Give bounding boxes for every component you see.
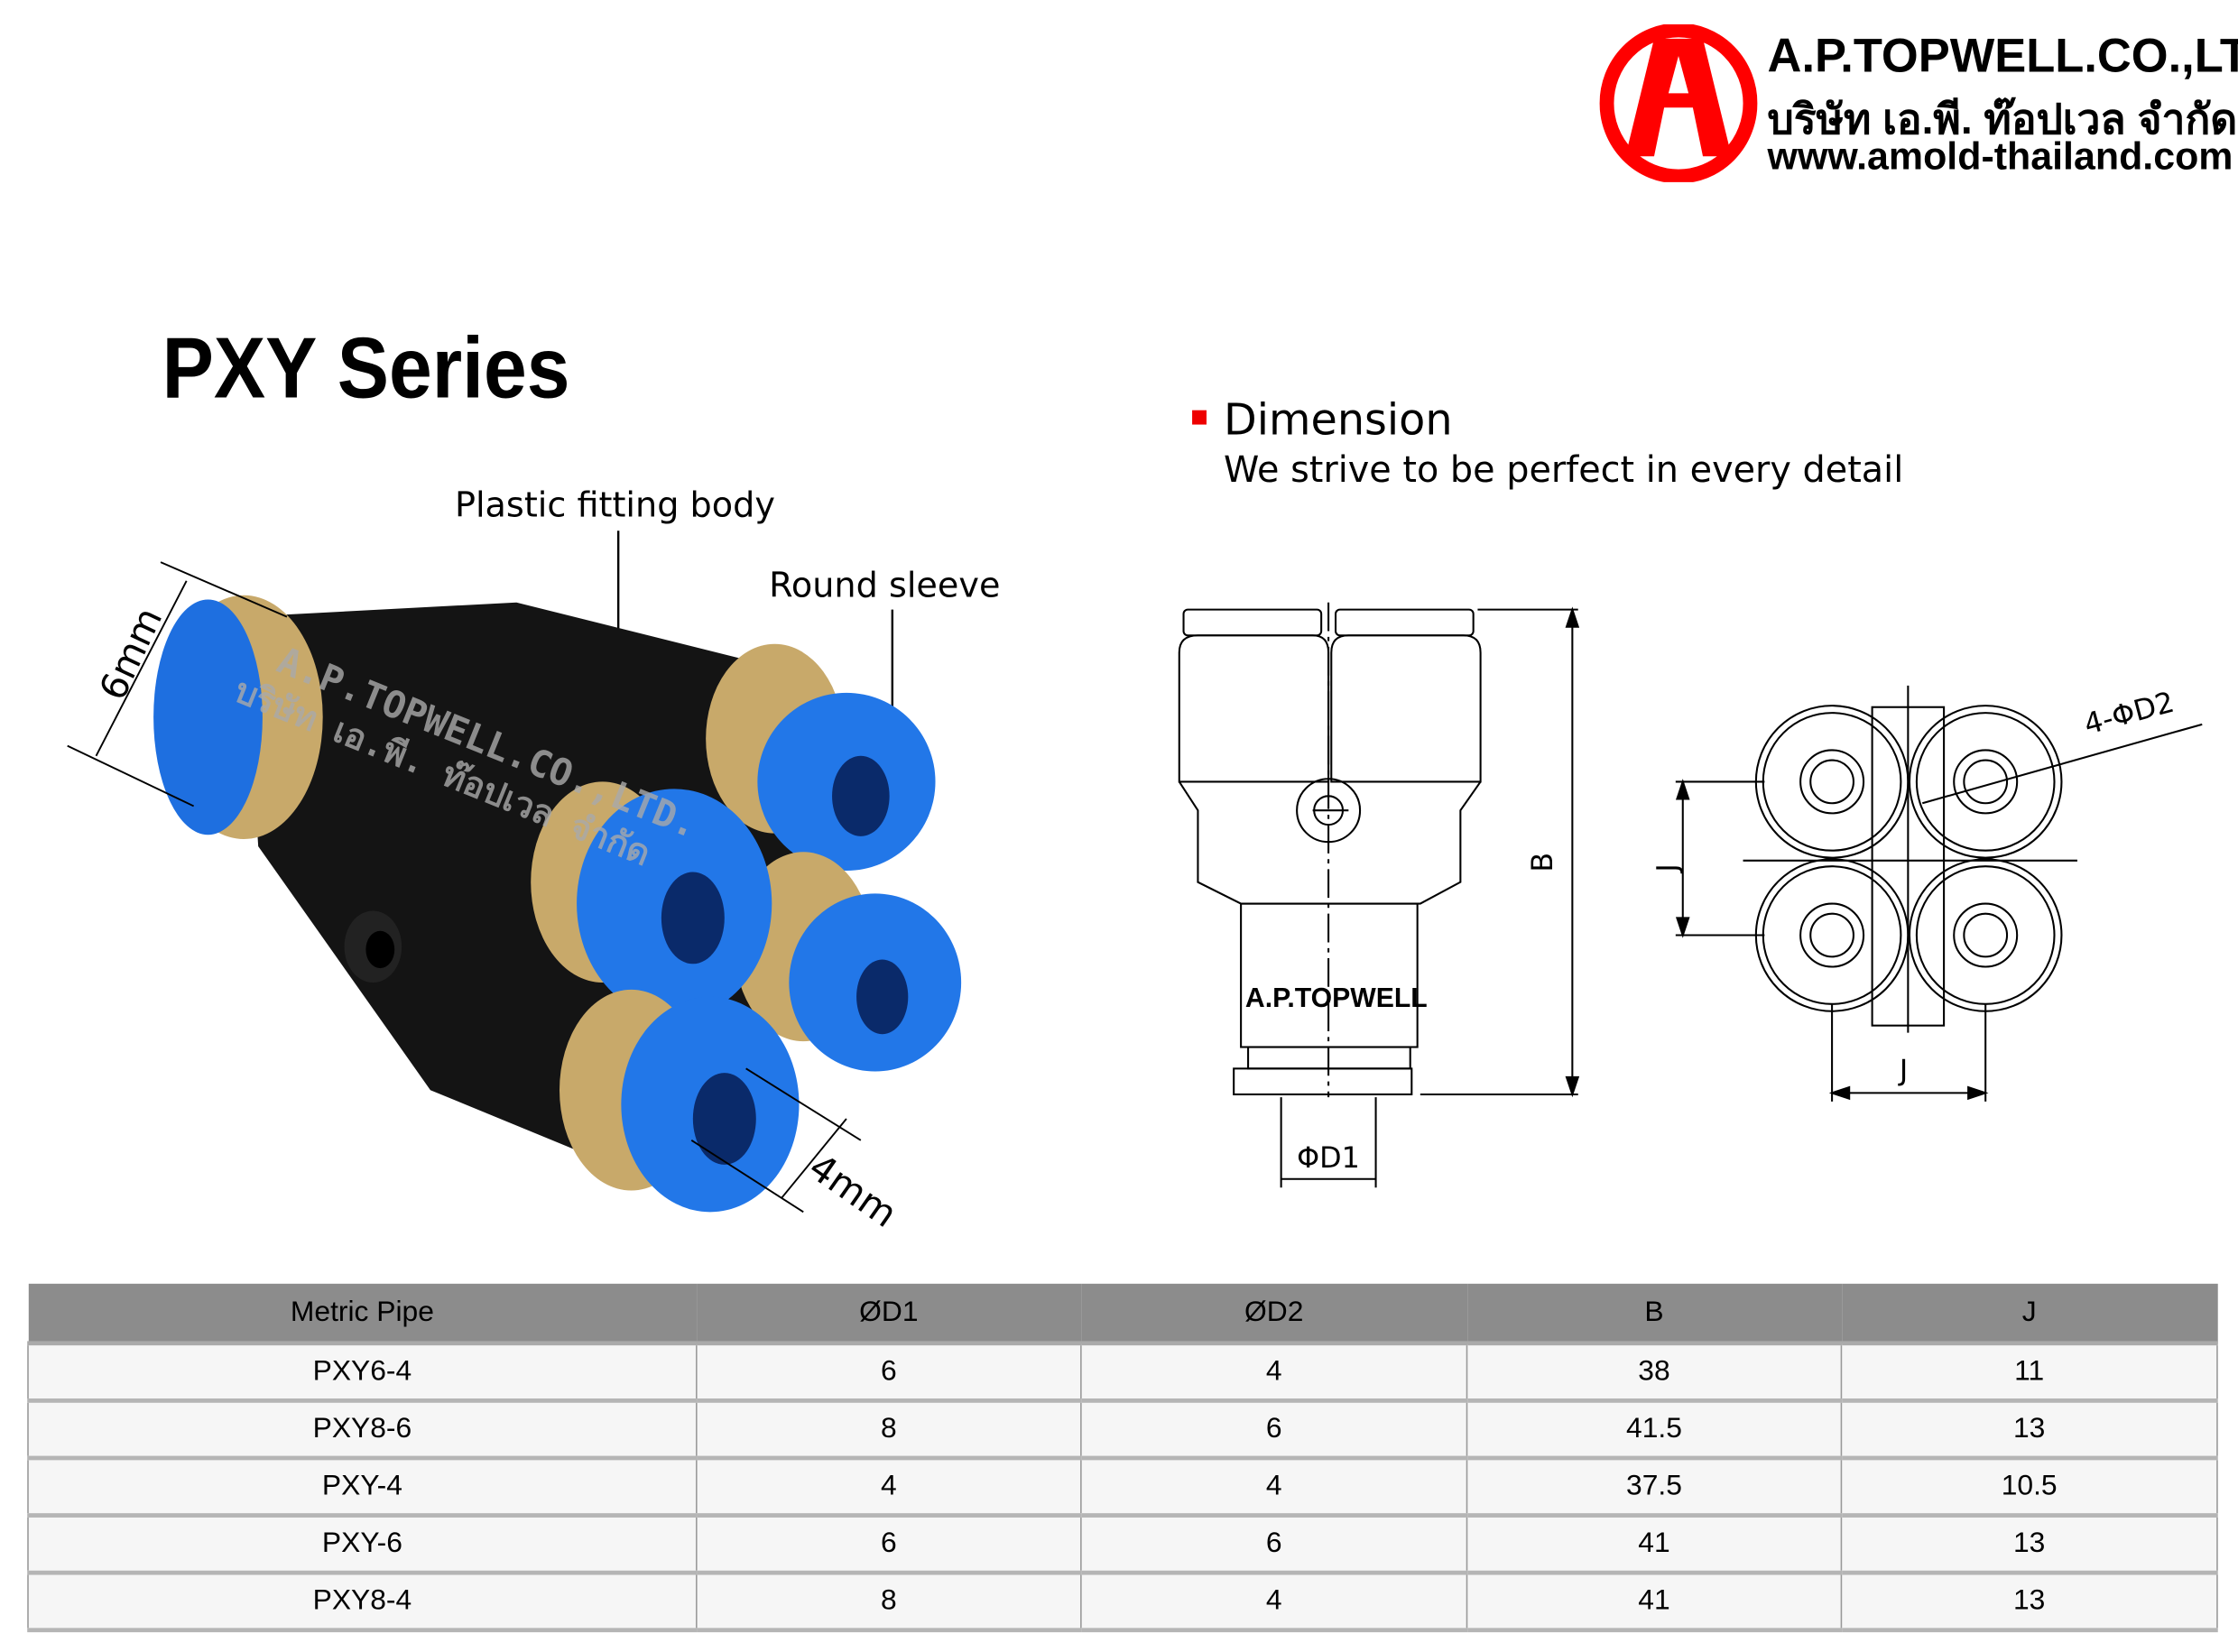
- table-cell: 6: [696, 1515, 1082, 1575]
- dimension-heading: Dimension: [1192, 395, 1453, 447]
- label-j-vertical: J: [1651, 863, 1684, 873]
- table-cell: PXY8-4: [27, 1573, 698, 1633]
- table-cell: 8: [696, 1400, 1082, 1461]
- dim-4mm-label: 4mm: [801, 1145, 905, 1236]
- company-website[interactable]: www.amold-thailand.com: [1767, 134, 2233, 179]
- table-cell: PXY-4: [27, 1457, 698, 1518]
- dimension-heading-text: Dimension: [1224, 395, 1453, 447]
- table-cell: 10.5: [1840, 1457, 2218, 1518]
- table-cell: 13: [1840, 1400, 2218, 1461]
- dimension-subheading: We strive to be perfect in every detail: [1224, 448, 1904, 491]
- logo-a-icon: [1599, 23, 1758, 184]
- table-cell: PXY8-6: [27, 1400, 698, 1461]
- company-logo: [1599, 23, 1758, 188]
- table-cell: 6: [696, 1343, 1082, 1403]
- col-header: ØD2: [1080, 1283, 1467, 1346]
- table-cell: 4: [1080, 1457, 1468, 1518]
- col-header: B: [1466, 1283, 1842, 1346]
- company-name-en: A.P.TOPWELL.CO.,LTD.: [1767, 28, 2238, 82]
- table-cell: 4: [696, 1457, 1082, 1518]
- table-cell: PXY6-4: [27, 1343, 698, 1403]
- table-cell: 38: [1466, 1343, 1843, 1403]
- table-cell: PXY-6: [27, 1515, 698, 1575]
- table-cell: 6: [1080, 1400, 1468, 1461]
- table-cell: 4: [1080, 1573, 1468, 1633]
- col-header: J: [1841, 1283, 2217, 1346]
- label-d2: 4-ΦD2: [2081, 686, 2178, 742]
- table-cell: 41.5: [1466, 1400, 1843, 1461]
- table-cell: 6: [1080, 1515, 1468, 1575]
- drawing-brand: A.P.TOPWELL: [1245, 983, 1428, 1013]
- label-j-horizontal: J: [1898, 1054, 1908, 1087]
- col-header: Metric Pipe: [27, 1283, 697, 1346]
- label-d1: ΦD1: [1297, 1141, 1360, 1175]
- outlet-caps: [531, 643, 962, 1213]
- product-photo: 6mm 4mm A.P.TOPWELL.CO.,LTD. บริษัท เอ.พ…: [67, 531, 962, 1236]
- table-cell: 41: [1466, 1573, 1843, 1633]
- table-cell: 11: [1840, 1343, 2218, 1403]
- page-title: PXY Series: [162, 319, 570, 417]
- label-b: B: [1526, 853, 1559, 872]
- bullet-square-icon: [1192, 409, 1207, 424]
- label-round-sleeve: Round sleeve: [769, 565, 1001, 605]
- table-cell: 13: [1840, 1573, 2218, 1633]
- table-cell: 13: [1840, 1515, 2218, 1575]
- col-header: ØD1: [696, 1283, 1081, 1346]
- label-plastic-body: Plastic fitting body: [454, 485, 775, 525]
- table-header-row: Metric Pipe ØD1 ØD2 B J: [27, 1283, 2217, 1346]
- table-cell: 8: [696, 1573, 1082, 1633]
- technical-drawing: A.P.TOPWELL ΦD1 B J J 4-ΦD2: [1178, 602, 2203, 1188]
- table-cell: 4: [1080, 1343, 1468, 1403]
- company-name-th: บริษัท เอ.พี. ท๊อปเวล จำกัด: [1767, 97, 2238, 143]
- table-cell: 37.5: [1466, 1457, 1843, 1518]
- table-cell: 41: [1466, 1515, 1843, 1575]
